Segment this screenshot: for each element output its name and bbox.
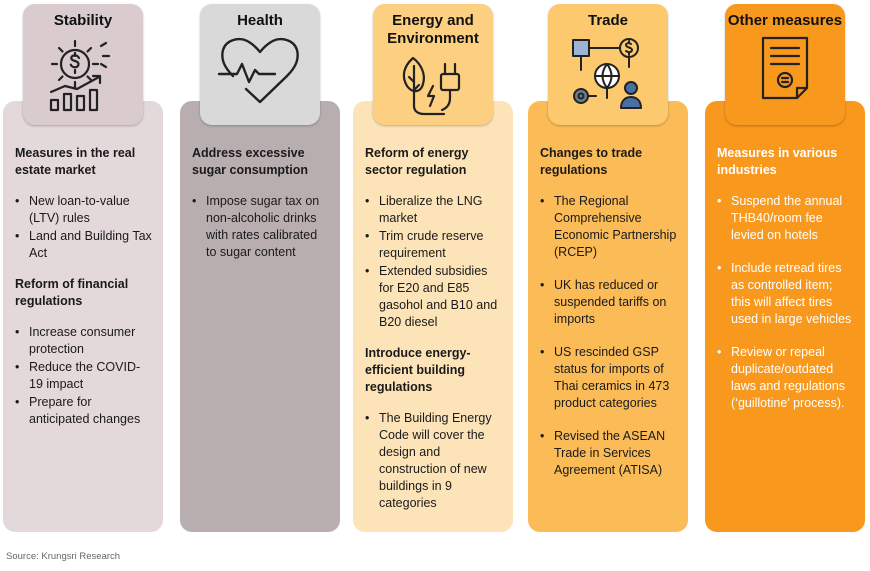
- bullet-item: Suspend the annual THB40/room fee levied…: [717, 193, 855, 244]
- column-body: Measures in various industries Suspend t…: [705, 101, 865, 532]
- global-trade-icon: [572, 38, 642, 109]
- bullet-list: Liberalize the LNG market Trim crude res…: [365, 193, 503, 331]
- column-body: Reform of energy sector regulation Liber…: [353, 101, 513, 532]
- bullet-item: US rescinded GSP status for imports of T…: [540, 344, 678, 412]
- column-body: Changes to trade regulations The Regiona…: [528, 101, 688, 532]
- document-certificate-icon: [761, 36, 809, 100]
- column-title: Trade: [587, 12, 629, 29]
- bullet-item: Include retread tires as controlled item…: [717, 260, 855, 328]
- source-note: Source: Krungsri Research: [6, 551, 121, 562]
- column-header: Stability: [23, 4, 143, 125]
- section-heading: Changes to trade regulations: [540, 146, 643, 177]
- bullet-item: Reduce the COVID-19 impact: [15, 359, 153, 393]
- bullet-item: Extended subsidies for E20 and E85 gasoh…: [365, 263, 503, 331]
- bullet-item: The Building Energy Code will cover the …: [365, 410, 503, 512]
- bullet-item: New loan-to-value (LTV) rules: [15, 193, 153, 227]
- section-heading: Measures in various industries: [717, 146, 838, 177]
- column-title: Stability: [53, 12, 113, 29]
- money-growth-gear-icon: [49, 39, 111, 112]
- bullet-list: New loan-to-value (LTV) rules Land and B…: [15, 193, 153, 262]
- column-other-measures: Measures in various industries Suspend t…: [705, 0, 865, 532]
- column-header: Other measures: [725, 4, 845, 125]
- column-title: Health: [237, 12, 283, 29]
- column-energy-environment: Reform of energy sector regulation Liber…: [353, 0, 513, 532]
- column-stability: Measures in the real estate market New l…: [3, 0, 163, 532]
- bullet-item: Review or repeal duplicate/outdated laws…: [717, 344, 855, 412]
- column-trade: Changes to trade regulations The Regiona…: [528, 0, 688, 532]
- column-header: Energy and Environment: [373, 4, 493, 125]
- bullet-list: The Building Energy Code will cover the …: [365, 410, 503, 512]
- bullet-item: UK has reduced or suspended tariffs on i…: [540, 277, 678, 328]
- column-body: Measures in the real estate market New l…: [3, 101, 163, 532]
- column-title: Energy and Environment: [387, 12, 479, 47]
- bullet-item: Liberalize the LNG market: [365, 193, 503, 227]
- section-heading: Reform of energy sector regulation: [365, 146, 469, 177]
- bullet-item: Revised the ASEAN Trade in Services Agre…: [540, 428, 678, 479]
- bullet-list: Suspend the annual THB40/room fee levied…: [717, 193, 855, 412]
- bullet-item: Land and Building Tax Act: [15, 228, 153, 262]
- leaf-plug-energy-icon: [402, 56, 461, 116]
- heart-pulse-icon: [217, 38, 299, 104]
- bullet-item: Prepare for anticipated changes: [15, 394, 153, 428]
- section-heading: Address excessive sugar consumption: [192, 146, 308, 177]
- column-body: Address excessive sugar consumption Impo…: [180, 101, 340, 532]
- bullet-item: Increase consumer protection: [15, 324, 153, 358]
- section-heading: Measures in the real estate market: [15, 146, 136, 177]
- bullet-item: The Regional Comprehensive Economic Part…: [540, 193, 678, 261]
- column-title: Other measures: [727, 12, 843, 29]
- bullet-item: Impose sugar tax on non-alcoholic drinks…: [192, 193, 330, 261]
- column-header: Health: [200, 4, 320, 125]
- column-health: Address excessive sugar consumption Impo…: [180, 0, 340, 532]
- bullet-list: Increase consumer protection Reduce the …: [15, 324, 153, 428]
- column-header: Trade: [548, 4, 668, 125]
- bullet-list: Impose sugar tax on non-alcoholic drinks…: [192, 193, 330, 261]
- bullet-list: The Regional Comprehensive Economic Part…: [540, 193, 678, 479]
- bullet-item: Trim crude reserve requirement: [365, 228, 503, 262]
- section-heading: Reform of financial regulations: [15, 277, 129, 308]
- section-heading: Introduce energy-efficient building regu…: [365, 346, 471, 394]
